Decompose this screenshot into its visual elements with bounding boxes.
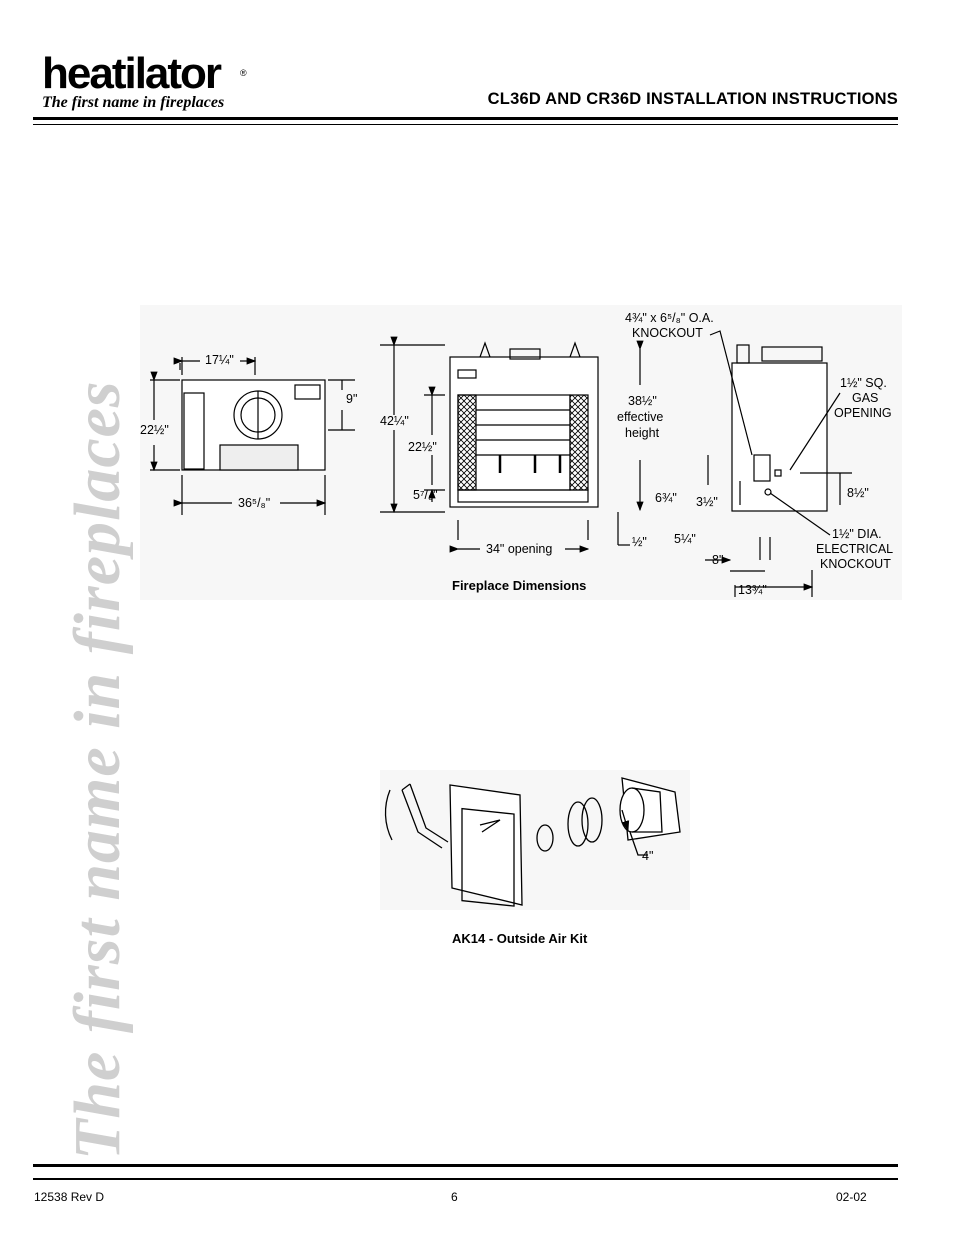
figure2-caption: AK14 - Outside Air Kit [452, 931, 588, 946]
doc-date: 02-02 [836, 1190, 867, 1204]
label-17: 17¼" [205, 353, 234, 367]
top-view [150, 357, 355, 515]
label-oa1: 4¾" x 6⁵/₈" O.A. [625, 311, 714, 325]
side-watermark: The first name in fireplaces [61, 380, 134, 1160]
label-13: 13¾" [738, 583, 767, 597]
header-rule [33, 117, 898, 120]
front-view [380, 336, 644, 553]
label-el3: KNOCKOUT [820, 557, 891, 571]
label-5: 5⁷/₈" [413, 488, 438, 502]
label-36: 36⁵/₈" [238, 496, 270, 510]
label-opening: 34" opening [486, 542, 552, 556]
label-half: ½" [632, 535, 647, 549]
label-8: 8" [712, 553, 723, 567]
label-22a: 22½" [140, 423, 169, 437]
outside-air-kit-diagram: 4" [380, 770, 690, 910]
label-eff2: effective [617, 410, 663, 424]
label-5q: 5¼" [674, 532, 696, 546]
fireplace-dimensions-diagram: 17¼" 9" 22½" 36⁵/₈" 42¼" 22½" 5⁷/₈" [140, 305, 902, 600]
label-el2: ELECTRICAL [816, 542, 893, 556]
label-9: 9" [346, 392, 357, 406]
label-6: 6¾" [655, 491, 677, 505]
label-eff3: height [625, 426, 660, 440]
registered-mark: ® [240, 68, 247, 78]
brand-logo: heatilator [42, 49, 222, 98]
label-3: 3½" [696, 495, 718, 509]
label-4in: 4" [642, 849, 653, 863]
label-gas2: GAS [852, 391, 878, 405]
doc-number: 12538 Rev D [34, 1190, 105, 1204]
page-number: 6 [451, 1190, 458, 1204]
header-rule-thin [33, 124, 898, 125]
footer-rule [33, 1164, 898, 1167]
side-view [705, 330, 852, 597]
label-8half: 8½" [847, 486, 869, 500]
label-42: 42¼" [380, 414, 409, 428]
document-title: CL36D AND CR36D INSTALLATION INSTRUCTION… [487, 90, 898, 108]
figure1-caption: Fireplace Dimensions [452, 578, 586, 593]
label-eff1: 38½" [628, 394, 657, 408]
label-22b: 22½" [408, 440, 437, 454]
label-oa2: KNOCKOUT [632, 326, 703, 340]
label-el1: 1½" DIA. [832, 527, 882, 541]
brand-tagline: The first name in fireplaces [42, 94, 225, 111]
footer-rule-2 [33, 1178, 898, 1180]
label-gas3: OPENING [834, 406, 892, 420]
label-gas1: 1½" SQ. [840, 376, 887, 390]
